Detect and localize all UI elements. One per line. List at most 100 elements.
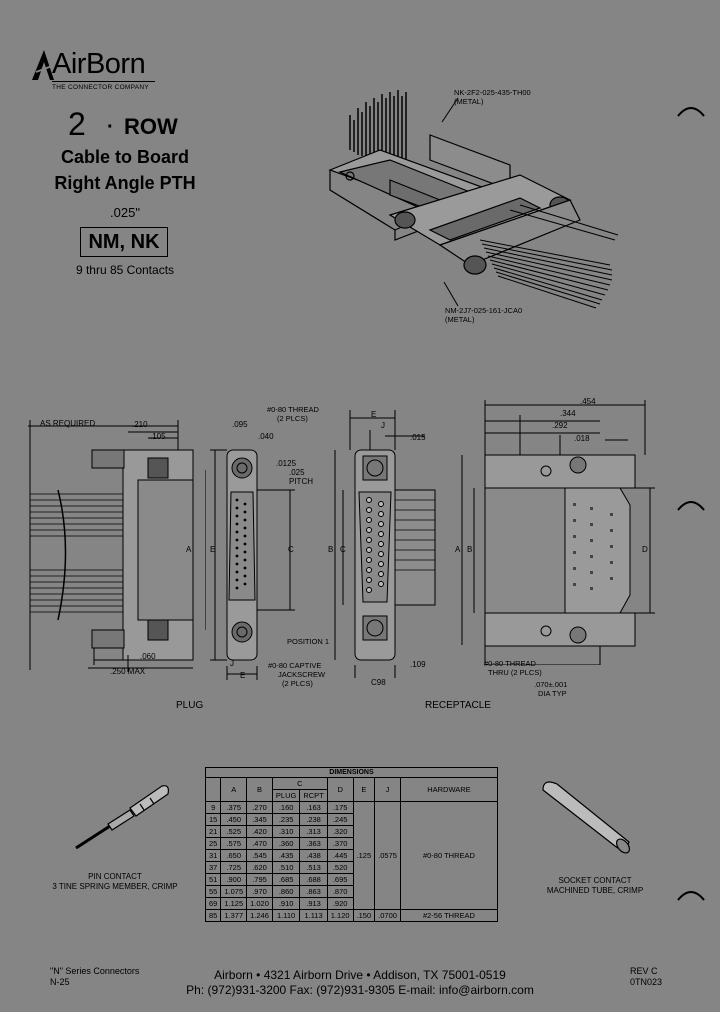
table-cell: .0700: [374, 909, 401, 922]
table-cell: 21: [204, 825, 222, 838]
table-cell: 1.377: [220, 909, 248, 922]
table-cell: 25: [204, 837, 222, 850]
table-cell-group-e: .125: [352, 801, 376, 910]
punch-mark-icon: [677, 501, 705, 511]
table-cell: 1.020: [246, 897, 273, 910]
table-cell: .913: [299, 897, 328, 910]
table-cell: 51: [204, 873, 222, 886]
punch-mark-icon: [677, 891, 705, 901]
dim-025: .025: [289, 468, 305, 477]
table-cell: .270: [246, 801, 273, 814]
plug-front-view: [205, 449, 295, 680]
table-cell: .320: [326, 825, 354, 838]
table-cell: .900: [220, 873, 248, 886]
table-cell: .175: [326, 801, 354, 814]
punch-mark-icon: [677, 107, 705, 117]
rcpt-dia-line1: .070±.001: [534, 680, 568, 689]
dim-pitch: PITCH: [289, 477, 313, 486]
table-cell: 55: [204, 885, 222, 898]
table-cell: 31: [204, 849, 222, 862]
footer-series: "N" Series Connectors: [50, 966, 140, 976]
table-header-c: C: [271, 777, 328, 790]
plug-captive-line3: (2 PLCS): [282, 679, 313, 688]
table-cell-group-j: .0575: [374, 801, 401, 910]
rcpt-dim-015: .015: [410, 433, 426, 442]
plug-captive-line2: JACKSCREW: [278, 670, 326, 679]
table-row: 69 1.125 1.020 .910 .913 .920: [204, 897, 498, 910]
table-row: 21 .525 .420 .310 .313 .320: [204, 825, 498, 838]
table-cell: .150: [352, 909, 376, 922]
table-cell: 1.125: [220, 897, 248, 910]
plug-captive-line1: #0-80 CAPTIVE: [268, 661, 322, 670]
rcpt-dim-018: .018: [574, 434, 590, 443]
table-cell: .525: [220, 825, 248, 838]
table-cell: .420: [246, 825, 273, 838]
table-cell: .510: [271, 861, 301, 874]
series-number: 2: [68, 106, 86, 142]
table-cell: .345: [246, 813, 273, 826]
leader-line: [443, 281, 459, 307]
pin-contact-line1: PIN CONTACT: [88, 872, 142, 881]
footer-contact: Ph: (972)931-3200 Fax: (972)931-9305 E-m…: [186, 983, 534, 997]
table-cell: .360: [271, 837, 301, 850]
footer-doc-code: 0TN023: [630, 977, 663, 987]
table-cell: .238: [299, 813, 328, 826]
plug-letter-e-bottom: E: [240, 671, 246, 680]
table-cell: .650: [220, 849, 248, 862]
family-badge: NM, NK: [80, 227, 168, 257]
table-cell: 9: [204, 801, 222, 814]
table-row: 9 .375 .270 .160 .163 .175 .125 .0575 #0…: [204, 801, 498, 910]
series-row-label: ROW: [124, 114, 178, 139]
plug-letter-a: A: [186, 545, 192, 554]
iso-callout-bottom-line1: NM-2J7-025-161-JCA0: [445, 306, 523, 315]
table-cell: .910: [271, 897, 301, 910]
iso-callout-top-line1: NK-2F2-025-435-TH00: [454, 88, 531, 97]
rcpt-thread-line1: #0-80 THREAD: [484, 659, 536, 668]
table-cell: 15: [204, 813, 222, 826]
dim-210: .210: [132, 420, 148, 429]
table-cell: .860: [271, 885, 301, 898]
table-cell: 69: [204, 897, 222, 910]
rcpt-side-letter-d: D: [642, 545, 648, 554]
table-cell-group-hardware: #0-80 THREAD: [399, 801, 498, 910]
table-cell: .920: [326, 897, 354, 910]
rcpt-c98: C98: [371, 678, 386, 687]
pin-contact-line2: 3 TINE SPRING MEMBER, CRIMP: [52, 882, 178, 891]
plug-letter-c: C: [288, 545, 294, 554]
pin-contact-icon: [75, 785, 169, 850]
table-title: DIMENSIONS: [205, 767, 498, 778]
table-cell: .163: [299, 801, 328, 814]
table-header-size: [204, 777, 222, 802]
page-title-line2: Right Angle PTH: [54, 173, 196, 193]
dim-250max: .250 MAX: [110, 667, 146, 676]
rcpt-letter-b: B: [328, 545, 334, 554]
footer-left: "N" Series Connectors N-25: [50, 966, 139, 988]
table-header-hardware: HARDWARE: [399, 777, 498, 802]
table-header-b: B: [246, 777, 273, 802]
dim-0125: .0125: [276, 459, 297, 468]
table-cell: 1.075: [220, 885, 248, 898]
receptacle-front-view: [334, 410, 436, 678]
plug-side-view: [28, 420, 194, 672]
table-row: 15 .450 .345 .235 .238 .245: [204, 813, 498, 826]
rcpt-side-letter-b: B: [467, 545, 473, 554]
brand-rule: [52, 81, 155, 82]
leader-line: [441, 97, 459, 123]
iso-callout-bottom-line2: (METAL): [445, 315, 475, 324]
table-cell: 1.110: [271, 909, 301, 922]
plug-caption: PLUG: [176, 700, 204, 711]
table-header-row: A B C D E J HARDWARE: [204, 777, 498, 802]
rcpt-letter-e: E: [371, 410, 377, 419]
table-cell: .450: [220, 813, 248, 826]
table-row: 37 .725 .620 .510 .513 .520: [204, 861, 498, 874]
rcpt-letter-c: C: [340, 545, 346, 554]
table-cell: #2-56 THREAD: [399, 909, 498, 922]
dim-040: .040: [258, 432, 274, 441]
table-cell: .245: [326, 813, 354, 826]
brand-name: AirBorn: [52, 48, 146, 80]
dim-105: .105: [150, 432, 166, 441]
receptacle-side-view: [461, 400, 655, 665]
table-header-e: E: [352, 777, 376, 802]
socket-contact-line2: MACHINED TUBE, CRIMP: [546, 886, 644, 895]
table-cell: .695: [326, 873, 354, 886]
